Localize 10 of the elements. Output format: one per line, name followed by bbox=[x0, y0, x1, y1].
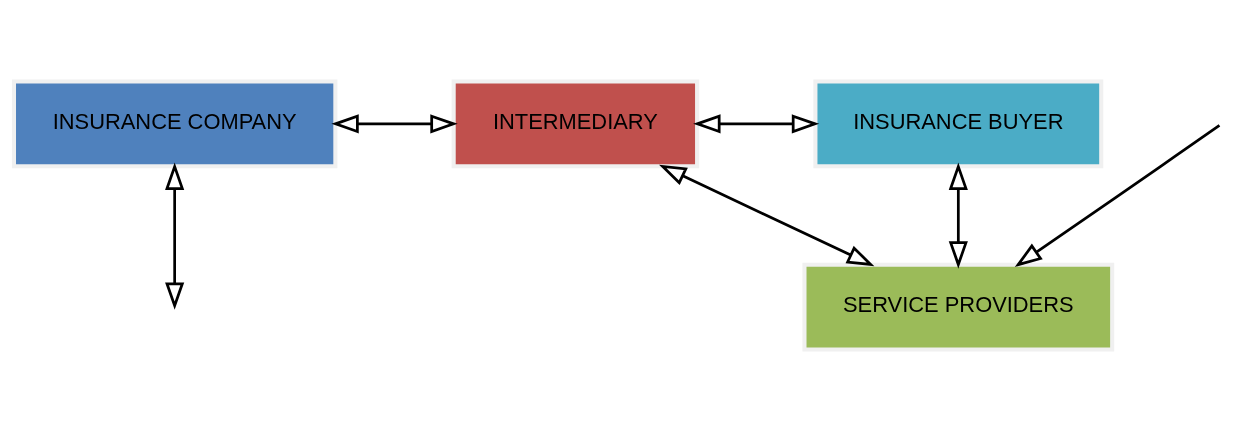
arrow bbox=[693, 113, 820, 133]
node-box: INTERMEDIARY bbox=[451, 78, 700, 168]
node-box: INSURANCE COMPANY bbox=[11, 78, 338, 168]
arrow bbox=[331, 113, 458, 133]
arrow bbox=[659, 164, 875, 266]
arrow bbox=[165, 162, 185, 310]
arrow bbox=[1014, 123, 1221, 267]
node-box: SERVICE PROVIDERS bbox=[802, 262, 1115, 352]
arrow bbox=[948, 162, 968, 269]
node-box: INSURANCE BUYER bbox=[813, 78, 1104, 168]
